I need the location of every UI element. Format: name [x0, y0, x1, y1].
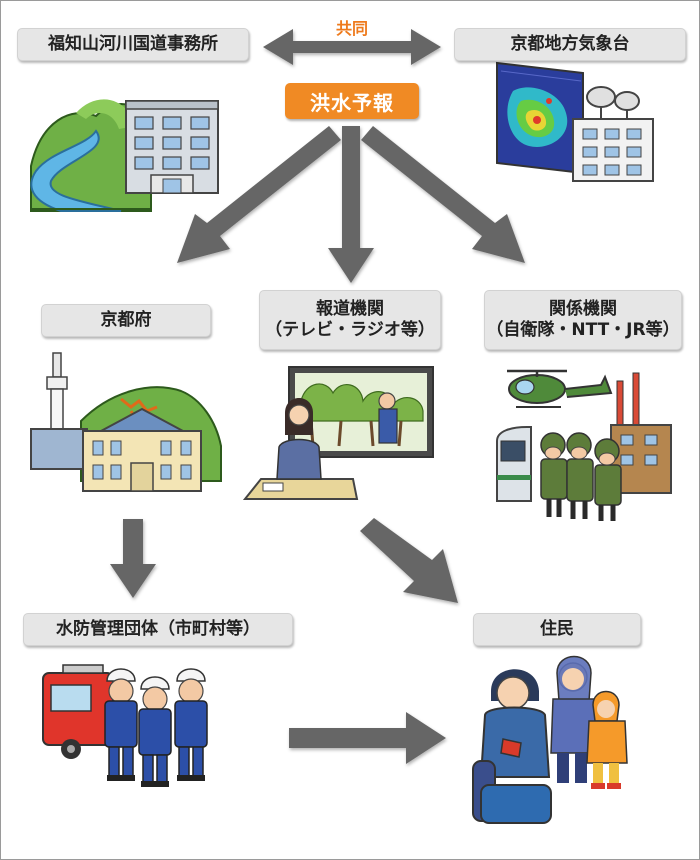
label-fukuchiyama-office: 福知山河川国道事務所 [17, 28, 249, 61]
label-related-agencies: 関係機関 （自衛隊・NTT・JR等） [484, 290, 682, 350]
label-related-line1: 関係機関 [549, 298, 617, 319]
label-fukuchiyama-office-text: 福知山河川国道事務所 [48, 33, 218, 54]
river-office-illustration [30, 99, 219, 212]
related-agencies-illustration [496, 369, 672, 521]
kyoto-pref-illustration [30, 352, 222, 492]
arrow-to-related [361, 126, 525, 263]
double-arrow-kyodo [263, 29, 441, 65]
label-media: 報道機関 （テレビ・ラジオ等） [259, 290, 441, 350]
kyodo-label: 共同 [335, 19, 368, 38]
label-related-line2: （自衛隊・NTT・JR等） [486, 320, 680, 340]
label-residents-text: 住民 [540, 618, 574, 639]
weather-station-illustration [496, 61, 654, 182]
arrow-pref-to-flood-body [110, 519, 156, 598]
firefighters-illustration [42, 664, 208, 787]
label-flood-control-body: 水防管理団体（市町村等） [23, 613, 293, 646]
label-kyoto-pref: 京都府 [41, 304, 211, 337]
label-flood-control-body-text: 水防管理団体（市町村等） [56, 618, 260, 639]
label-kyoto-pref-text: 京都府 [100, 309, 152, 330]
label-kyoto-weather-text: 京都地方気象台 [510, 33, 630, 54]
arrow-to-kyoto-pref [177, 126, 341, 263]
label-kyoto-weather: 京都地方気象台 [454, 28, 686, 61]
tv-studio-illustration [242, 366, 434, 500]
label-media-line2: （テレビ・ラジオ等） [265, 320, 435, 340]
label-media-line1: 報道機関 [316, 298, 384, 319]
arrow-to-media [328, 126, 374, 283]
arrow-flood-body-to-residents [289, 712, 446, 764]
label-residents: 住民 [473, 613, 641, 646]
flood-forecast-label: 洪水予報 [285, 83, 419, 119]
arrow-media-to-residents [360, 518, 458, 603]
residents-illustration [472, 655, 628, 824]
